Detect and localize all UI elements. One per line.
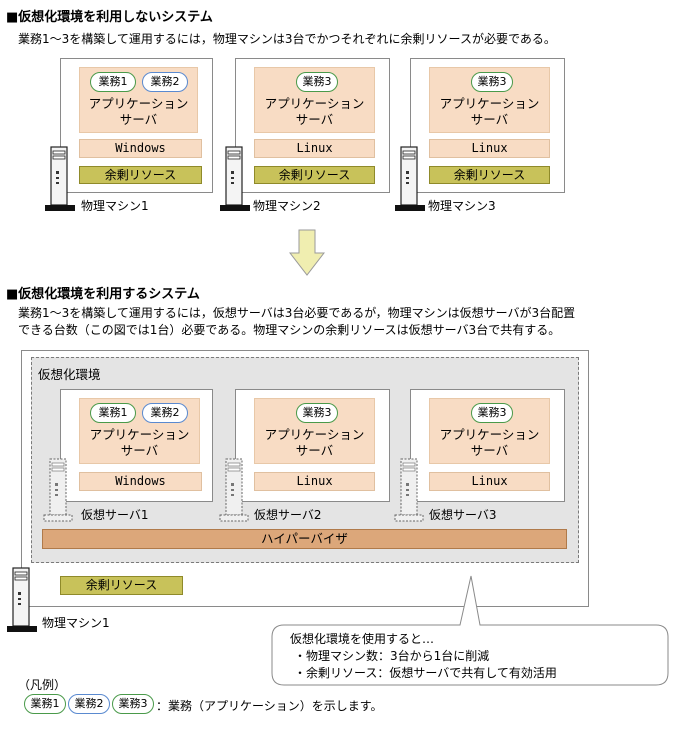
callout-bubble — [271, 575, 669, 686]
app-server-label-line1: アプリケーション — [439, 427, 540, 442]
virtual-server-2-box: 業務3 アプリケーション サーバ Linux — [235, 389, 390, 502]
task-badge-2: 業務2 — [142, 72, 188, 92]
app-server-box: 業務3 アプリケーション サーバ — [254, 67, 375, 133]
physical-server-icon — [45, 146, 75, 211]
section1-description: 業務1～3を構築して運用するには，物理マシンは3台でかつそれぞれに余剰リソースが… — [18, 32, 556, 46]
task-badge-1: 業務1 — [90, 72, 136, 92]
virtual-server-1-box: 業務1 業務2 アプリケーション サーバ Windows — [60, 389, 213, 502]
virtual-server-icon — [43, 458, 73, 522]
virtual-server-2-label: 仮想サーバ2 — [254, 508, 322, 522]
physical-server-icon — [395, 146, 425, 211]
virtual-server-icon — [219, 458, 249, 522]
physical-machine-label: 物理マシン1 — [42, 616, 110, 630]
physical-machine-2-box: 業務3 アプリケーション サーバ Linux 余剰リソース — [235, 58, 390, 193]
physical-machine-1-label: 物理マシン1 — [81, 199, 149, 213]
os-linux: Linux — [254, 472, 375, 491]
app-server-label-line2: サーバ — [470, 443, 509, 458]
os-linux: Linux — [429, 472, 550, 491]
os-linux: Linux — [254, 139, 375, 158]
callout-line2: ・物理マシン数：3台から1台に削減 — [294, 649, 490, 663]
app-server-box: 業務3 アプリケーション サーバ — [429, 67, 550, 133]
resource-box: 余剰リソース — [79, 166, 202, 184]
os-linux: Linux — [429, 139, 550, 158]
virtual-server-3-label: 仮想サーバ3 — [429, 508, 497, 522]
physical-machine-2-label: 物理マシン2 — [253, 199, 321, 213]
virtual-server-1-label: 仮想サーバ1 — [81, 508, 149, 522]
physical-machine-1-box: 業務1 業務2 アプリケーション サーバ Windows 余剰リソース — [60, 58, 213, 193]
legend-task-1: 業務1 — [24, 694, 66, 714]
shared-resource-box: 余剰リソース — [60, 576, 183, 595]
callout-line1: 仮想化環境を使用すると… — [290, 632, 435, 646]
section2-description-line2: できる台数（この図では1台）必要である。物理マシンの余剰リソースは仮想サーバ3台… — [18, 323, 561, 337]
legend-description: ：業務（アプリケーション）を示します。 — [156, 699, 383, 713]
callout-line3: ・余剰リソース：仮想サーバで共有して有効活用 — [294, 666, 557, 680]
task-badge-3: 業務3 — [471, 72, 513, 92]
section2-description-line1: 業務1～3を構築して運用するには，仮想サーバは3台必要であるが，物理マシンは仮想… — [18, 306, 576, 320]
app-server-label-line2: サーバ — [119, 112, 158, 127]
app-server-label-line1: アプリケーション — [264, 427, 365, 442]
task-badge-2: 業務2 — [142, 403, 188, 423]
resource-box: 余剰リソース — [254, 166, 375, 184]
task-badge-3: 業務3 — [296, 72, 338, 92]
physical-machine-3-box: 業務3 アプリケーション サーバ Linux 余剰リソース — [410, 58, 565, 193]
section1-heading: ■仮想化環境を利用しないシステム — [6, 10, 213, 25]
down-arrow-icon — [289, 229, 325, 276]
legend-task-3: 業務3 — [112, 694, 154, 714]
physical-server-icon — [220, 146, 250, 211]
legend-task-2: 業務2 — [68, 694, 110, 714]
resource-box: 余剰リソース — [429, 166, 550, 184]
app-server-box: 業務1 業務2 アプリケーション サーバ — [79, 398, 200, 464]
app-server-label-line1: アプリケーション — [89, 427, 190, 442]
app-server-label-line1: アプリケーション — [88, 96, 189, 111]
os-windows: Windows — [79, 472, 202, 491]
hypervisor-bar: ハイパーバイザ — [42, 529, 567, 549]
app-server-label-line1: アプリケーション — [439, 96, 540, 111]
task-badge-3: 業務3 — [471, 403, 513, 423]
section2-heading: ■仮想化環境を利用するシステム — [6, 287, 200, 302]
app-server-box: 業務1 業務2 アプリケーション サーバ — [79, 67, 198, 133]
virtual-server-icon — [394, 458, 424, 522]
legend-title: （凡例） — [18, 678, 67, 692]
app-server-label-line2: サーバ — [295, 112, 334, 127]
physical-machine-3-label: 物理マシン3 — [428, 199, 496, 213]
app-server-box: 業務3 アプリケーション サーバ — [429, 398, 550, 464]
app-server-box: 業務3 アプリケーション サーバ — [254, 398, 375, 464]
app-server-label-line1: アプリケーション — [264, 96, 365, 111]
physical-server-icon — [7, 567, 37, 632]
app-server-label-line2: サーバ — [295, 443, 334, 458]
os-windows: Windows — [79, 139, 202, 158]
virtualization-environment-label: 仮想化環境 — [38, 367, 101, 382]
app-server-label-line2: サーバ — [470, 112, 509, 127]
virtual-server-3-box: 業務3 アプリケーション サーバ Linux — [410, 389, 565, 502]
task-badge-1: 業務1 — [90, 403, 136, 423]
app-server-label-line2: サーバ — [120, 443, 159, 458]
task-badge-3: 業務3 — [296, 403, 338, 423]
